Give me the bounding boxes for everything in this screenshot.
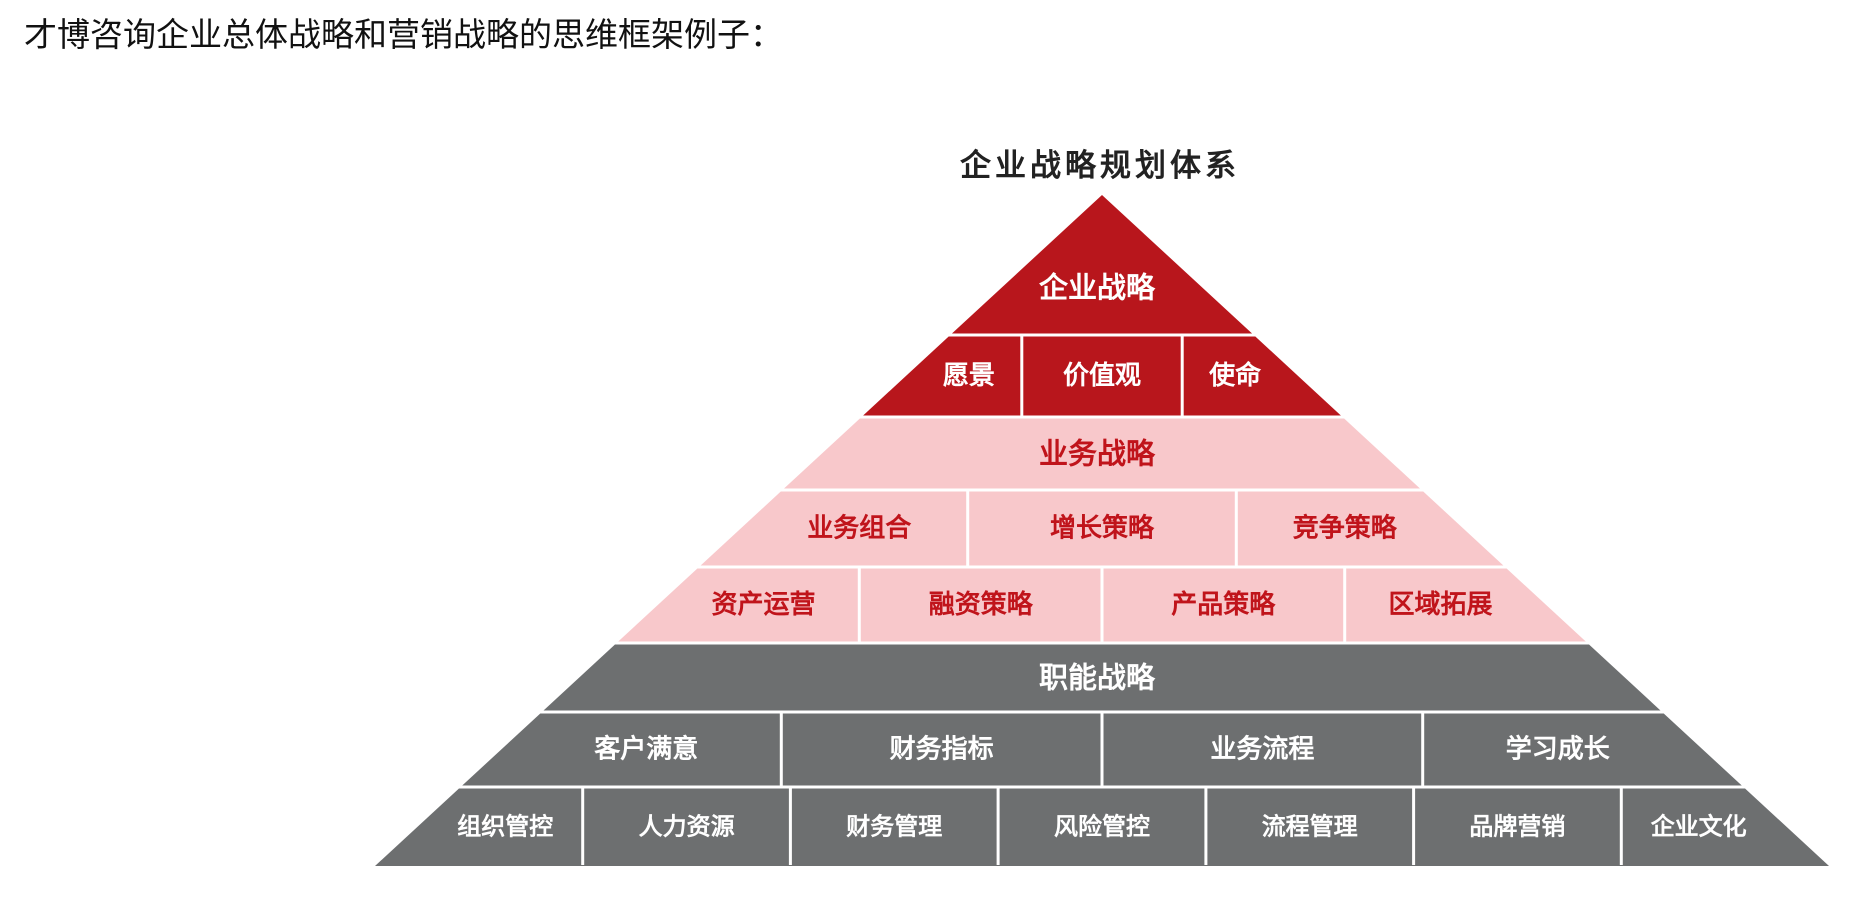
pyramid-cell-label: 价值观 (1063, 361, 1141, 391)
pyramid-cell-label: 流程管理 (1262, 813, 1358, 841)
pyramid-band-functional-row (375, 787, 1829, 866)
pyramid-cell-label: 组织管控 (457, 813, 553, 841)
pyramid-cell-label: 品牌营销 (1469, 813, 1565, 841)
page-heading: 才博咨询企业总体战略和营销战略的思维框架例子： (24, 15, 783, 54)
pyramid-cell-label: 客户满意 (594, 734, 698, 765)
pyramid-cell-label: 区域拓展 (1388, 590, 1492, 620)
pyramid-cell-label: 融资策略 (929, 589, 1034, 620)
pyramid-band-functional-header (541, 643, 1663, 712)
pyramid-cell-label: 增长策略 (1050, 513, 1155, 544)
tier-header-functional: 职能战略 (1039, 661, 1156, 695)
diagram-title: 企业战略规划体系 (960, 148, 1240, 184)
pyramid-band-corporate-header (950, 195, 1254, 335)
pyramid-cell-label: 学习成长 (1506, 734, 1611, 765)
pyramid-cell-label: 资产运营 (711, 590, 815, 620)
pyramid-cell-label: 愿景 (943, 361, 995, 391)
pyramid-cell-label: 产品策略 (1171, 589, 1276, 620)
pyramid-cell-label: 人力资源 (639, 813, 735, 841)
pyramid-band-business-row (699, 490, 1505, 567)
pyramid-band-business-header (782, 417, 1422, 490)
pyramid-cell-label: 财务管理 (846, 813, 942, 841)
tier-header-business: 业务战略 (1039, 437, 1156, 471)
pyramid-cell-label: 风险管控 (1054, 813, 1150, 841)
pyramid-cell-label: 使命 (1208, 360, 1262, 391)
pyramid-cell-label: 企业文化 (1651, 813, 1747, 841)
pyramid-cell-label: 业务组合 (807, 513, 912, 544)
pyramid-cell-label: 竞争策略 (1293, 513, 1398, 544)
pyramid-cell-label: 业务流程 (1210, 735, 1314, 765)
tier-header-corporate: 企业战略 (1039, 270, 1156, 304)
pyramid-cell-label: 财务指标 (890, 735, 994, 765)
pyramid-dividers (454, 333, 1750, 865)
pyramid-band-corporate-row (861, 335, 1343, 417)
